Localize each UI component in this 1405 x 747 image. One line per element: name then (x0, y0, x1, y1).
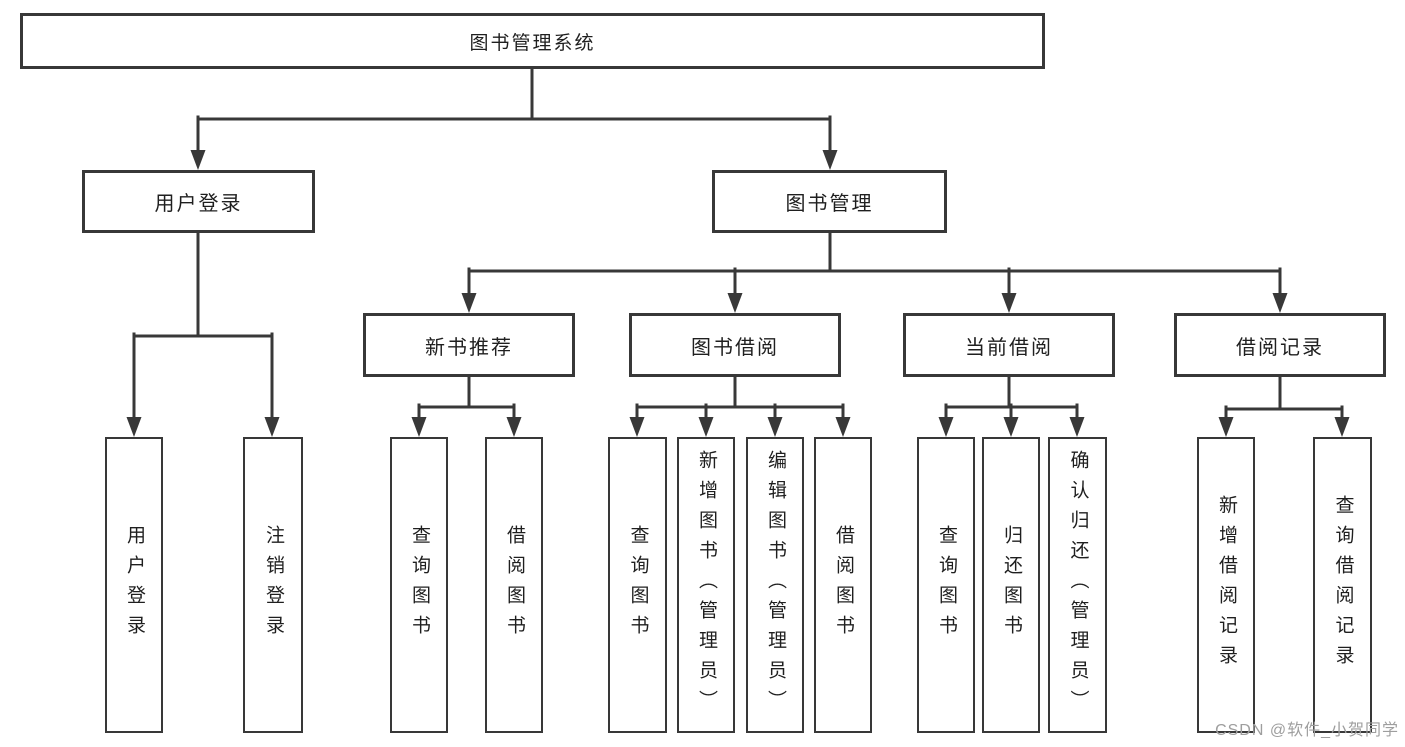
node-user-login: 用户登录 (82, 170, 315, 233)
node-book-management: 图书管理 (712, 170, 947, 233)
leaf-add-books-admin: 新增图书（管理员） (677, 437, 735, 733)
leaf-borrow-books-recommend: 借阅图书 (485, 437, 543, 733)
node-new-book-recommend: 新书推荐 (363, 313, 575, 377)
leaf-user-login: 用户登录 (105, 437, 163, 733)
node-current-borrowing: 当前借阅 (903, 313, 1115, 377)
leaf-add-borrow-record: 新增借阅记录 (1197, 437, 1255, 733)
leaf-query-books-borrowing: 查询图书 (608, 437, 667, 733)
leaf-logout: 注销登录 (243, 437, 303, 733)
leaf-return-books: 归还图书 (982, 437, 1040, 733)
leaf-borrow-books: 借阅图书 (814, 437, 872, 733)
node-book-management-system: 图书管理系统 (20, 13, 1045, 69)
leaf-query-borrow-record: 查询借阅记录 (1313, 437, 1372, 733)
leaf-confirm-return-admin: 确认归还（管理员） (1048, 437, 1107, 733)
leaf-edit-books-admin: 编辑图书（管理员） (746, 437, 804, 733)
csdn-watermark: CSDN @软件_小贺同学 (1215, 722, 1399, 739)
node-book-borrowing: 图书借阅 (629, 313, 841, 377)
node-borrowing-records: 借阅记录 (1174, 313, 1386, 377)
leaf-query-books-current: 查询图书 (917, 437, 975, 733)
leaf-query-books-recommend: 查询图书 (390, 437, 448, 733)
